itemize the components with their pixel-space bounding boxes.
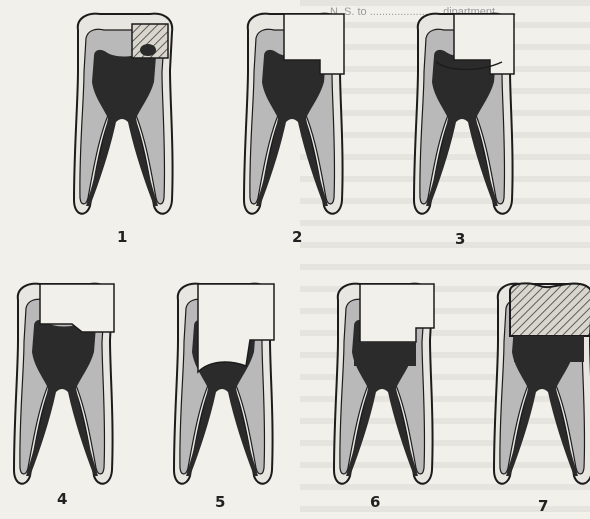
crown-restoration — [510, 283, 590, 336]
base-filling — [354, 342, 416, 366]
stage-label-4: 4 — [57, 490, 67, 508]
stage-label-5: 5 — [215, 493, 225, 511]
tooth-stage-3 — [414, 14, 514, 214]
restoration-base — [514, 336, 584, 362]
tooth-stage-6 — [334, 284, 434, 484]
stage-label-6: 6 — [370, 493, 380, 511]
tooth-stage-2 — [244, 14, 344, 214]
tooth-stage-5 — [174, 284, 274, 484]
lesion-core — [140, 44, 156, 56]
tooth-stage-7 — [494, 283, 590, 483]
stage-label-7: 7 — [538, 497, 548, 515]
stage-label-1: 1 — [117, 228, 127, 246]
tooth-stage-4 — [14, 284, 114, 484]
stage-label-2: 2 — [292, 228, 302, 246]
tooth-stage-1 — [74, 14, 173, 214]
stage-label-3: 3 — [455, 230, 465, 248]
